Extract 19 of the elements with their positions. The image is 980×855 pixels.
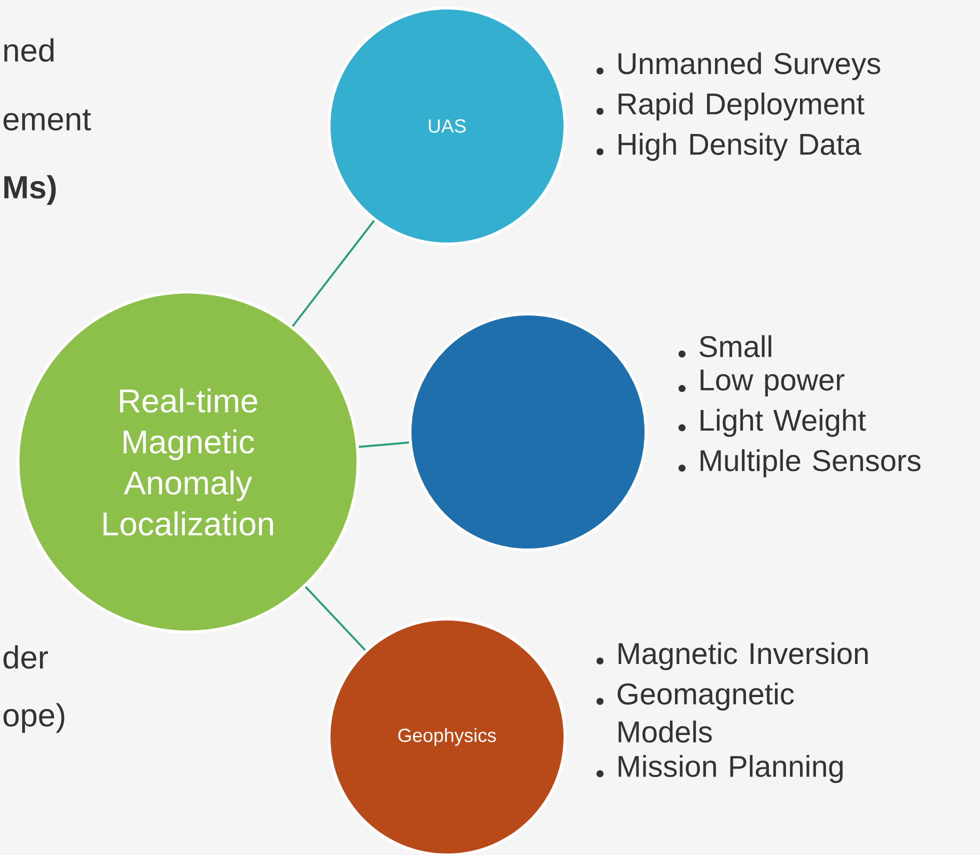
connector-line — [292, 220, 375, 327]
bullet-item: Small — [700, 335, 772, 358]
bullet-item: Geomagnetic Models — [618, 682, 794, 743]
text-fragment: ope) — [4, 703, 64, 733]
connector-line — [358, 442, 410, 448]
bullet-item: High Density Data — [618, 132, 862, 161]
bullet-item: Multiple Sensors — [700, 449, 920, 478]
text-fragment: Ms) — [4, 175, 56, 205]
text-fragment: ned — [4, 38, 54, 62]
bullet-item: Unmanned Surveys — [618, 52, 880, 80]
topic-circle — [408, 312, 648, 552]
bullet-item: Low power — [700, 370, 844, 396]
connector-line — [304, 586, 366, 651]
bullet-item: Magnetic Inversion — [618, 642, 868, 670]
bullet-item: Rapid Deployment — [618, 92, 864, 121]
bullet-item: Light Weight — [700, 408, 866, 437]
text-fragment: ement — [4, 110, 91, 130]
bullet-item: Mission Planning — [618, 755, 843, 783]
text-fragment: der — [4, 645, 48, 669]
